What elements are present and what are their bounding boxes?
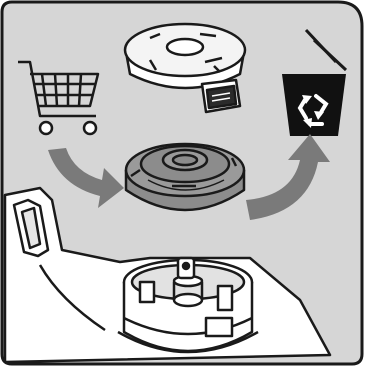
- line-spool: [126, 144, 244, 210]
